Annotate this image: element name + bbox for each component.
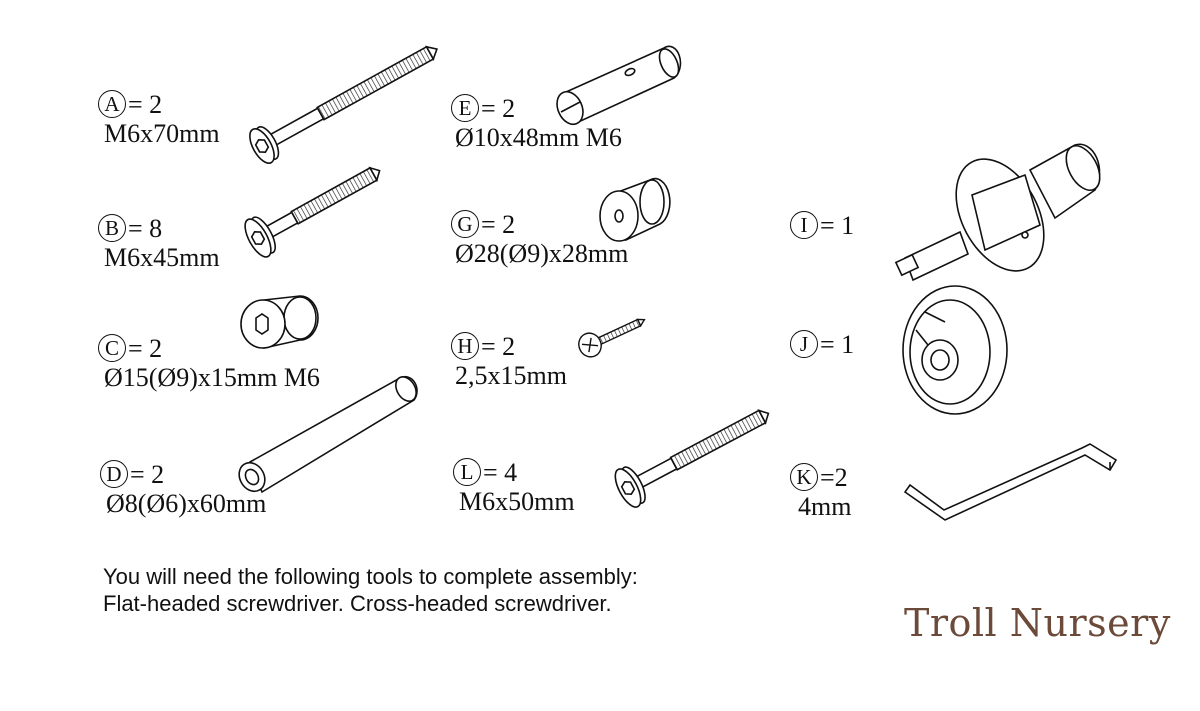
part-e-label: E= 2 Ø10x48mm M6 [451, 94, 622, 153]
part-i-letter: I [790, 211, 818, 239]
part-j-letter: J [790, 330, 818, 358]
rosette-cap-icon [902, 285, 1008, 415]
part-d-qty: = 2 [130, 460, 165, 489]
part-h-label: H= 2 2,5x15mm [451, 332, 567, 391]
part-e-spec: Ø10x48mm M6 [455, 123, 622, 152]
part-l-label: L= 4 M6x50mm [453, 458, 575, 517]
part-l-letter: L [453, 458, 481, 486]
part-g-spec: Ø28(Ø9)x28mm [455, 239, 629, 268]
part-k-spec: 4mm [798, 492, 852, 521]
part-a-letter: A [98, 90, 126, 118]
part-h-spec: 2,5x15mm [455, 361, 567, 390]
part-g-qty: = 2 [481, 210, 516, 239]
tools-line-2: Flat-headed screwdriver. Cross-headed sc… [103, 591, 612, 616]
part-c-spec: Ø15(Ø9)x15mm M6 [104, 363, 320, 392]
part-l-qty: = 4 [483, 458, 518, 487]
part-d-label: D= 2 Ø8(Ø6)x60mm [100, 460, 266, 519]
part-i-qty: = 1 [820, 211, 855, 240]
part-b-letter: B [98, 214, 126, 242]
part-e-qty: = 2 [481, 94, 516, 123]
allen-key-icon [903, 443, 1118, 521]
part-h-letter: H [451, 332, 479, 360]
part-h-qty: = 2 [481, 332, 516, 361]
hinge-mechanism-icon [894, 143, 1101, 282]
part-c-label: C= 2 Ø15(Ø9)x15mm M6 [98, 334, 320, 393]
part-l-spec: M6x50mm [459, 487, 575, 516]
part-d-letter: D [100, 460, 128, 488]
part-j-qty: = 1 [820, 330, 855, 359]
part-a-label: A= 2 M6x70mm [98, 90, 220, 149]
tools-line-1: You will need the following tools to com… [103, 564, 638, 589]
part-a-qty: = 2 [128, 90, 163, 119]
part-i-label: I= 1 [790, 211, 854, 240]
part-k-qty: =2 [820, 463, 848, 492]
part-c-letter: C [98, 334, 126, 362]
part-c-qty: = 2 [128, 334, 163, 363]
part-g-label: G= 2 Ø28(Ø9)x28mm [451, 210, 628, 269]
part-k-label: K=2 4mm [790, 463, 851, 522]
part-d-spec: Ø8(Ø6)x60mm [106, 489, 267, 518]
part-g-letter: G [451, 210, 479, 238]
part-b-label: B= 8 M6x45mm [98, 214, 220, 273]
part-k-letter: K [790, 463, 818, 491]
spacer-cylinder-icon [599, 177, 671, 242]
part-j-label: J= 1 [790, 330, 854, 359]
brand-logo: Troll Nursery [904, 601, 1171, 645]
bolt-long-icon [249, 45, 438, 164]
barrel-nut-icon [240, 295, 319, 349]
part-e-letter: E [451, 94, 479, 122]
wood-screw-icon [578, 318, 646, 358]
bolt-medium-icon [244, 166, 381, 258]
part-a-spec: M6x70mm [104, 119, 220, 148]
dowel-tube-icon [238, 375, 418, 494]
bolt-short-icon [614, 409, 770, 508]
part-b-spec: M6x45mm [104, 243, 220, 272]
tools-note: You will need the following tools to com… [103, 563, 638, 617]
cross-dowel-icon [556, 45, 682, 126]
part-b-qty: = 8 [128, 214, 163, 243]
